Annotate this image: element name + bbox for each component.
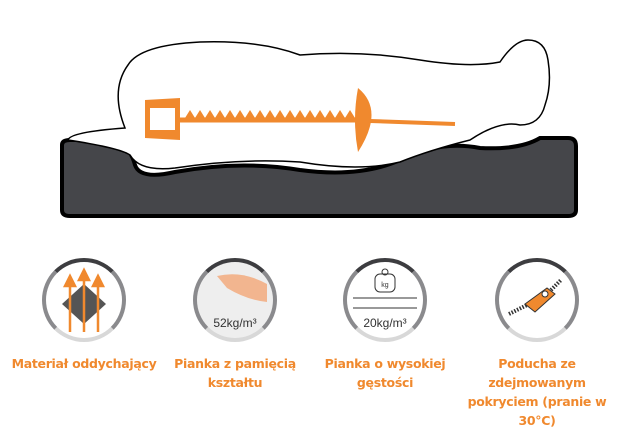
feature-memory-foam: 52kg/m³ Pianka z pamięcią kształtu (160, 258, 310, 392)
spine-icon (145, 88, 456, 152)
dog-silhouette (67, 39, 551, 170)
feature-label-line1: Pianka o wysokiej (324, 356, 446, 371)
orthopedic-bed-illustration (60, 39, 578, 218)
feature-label-line2: pokryciem (pranie w 30°C) (467, 394, 607, 428)
zipper-icon (495, 258, 579, 342)
feature-breathable: Materiał oddychający (9, 258, 159, 373)
weight-label: kg (381, 282, 389, 289)
feature-label-line2: gęstości (356, 375, 414, 390)
breathable-material-icon (42, 258, 126, 342)
feature-label-line1: Pianka z pamięcią (174, 356, 296, 371)
feature-high-density: kg 20kg/m³ Pianka o wysokiej gęstości (310, 258, 460, 392)
feature-removable-cover: Poducha ze zdejmowanym pokryciem (pranie … (462, 258, 612, 430)
density-label: 20kg/m³ (363, 316, 407, 330)
weight-icon: kg 20kg/m³ (343, 258, 427, 342)
feature-label-line1: Materiał oddychający (11, 356, 157, 371)
feature-label-line1: Poducha ze zdejmowanym (488, 356, 586, 390)
memory-foam-hand-icon: 52kg/m³ (193, 258, 277, 342)
feature-label-line2: kształtu (207, 375, 263, 390)
density-label: 52kg/m³ (213, 316, 257, 330)
